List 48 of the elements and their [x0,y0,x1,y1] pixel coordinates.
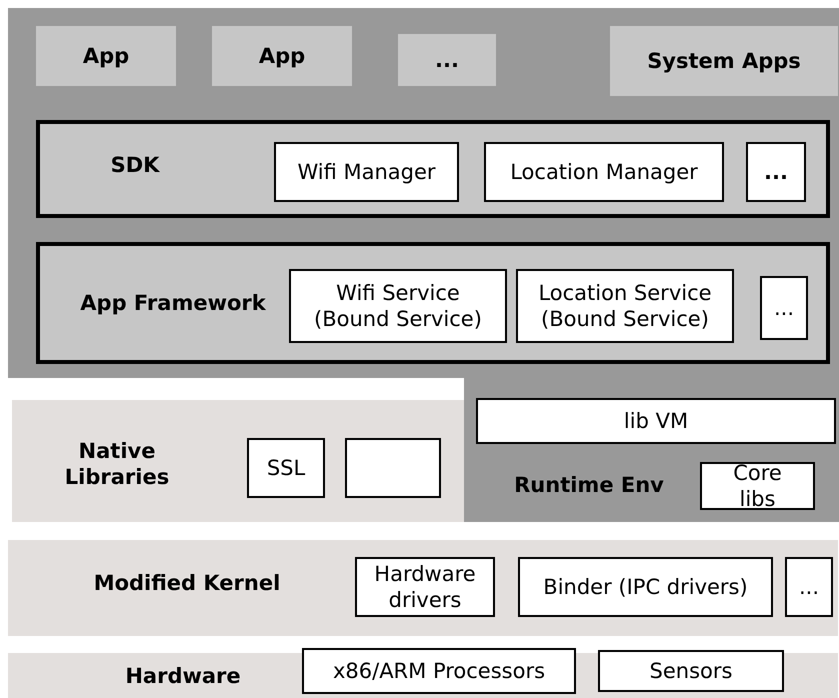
app-tile [398,34,496,86]
app-label: App [258,42,306,70]
component-label: Wifi Manager [296,158,437,186]
component-label: Location Manager [509,158,699,186]
component-box [247,438,325,498]
component-label: x86/ARM Processors [332,658,546,684]
component-box [355,557,495,617]
component-box [289,269,507,343]
app-tile [36,26,176,86]
component-box [302,648,576,694]
component-box [700,462,815,510]
component-label: ... [772,294,796,322]
component-box [484,142,724,202]
layer-title: Runtime Env [513,472,665,498]
layer-title: SDK [110,152,161,178]
component-label: Sensors [648,658,734,684]
component-label: lib VM [622,408,690,434]
layer-title: App Framework [79,290,267,316]
component-label: Wifi Service (Bound Service) [313,280,483,332]
app-tile [212,26,352,86]
layer-title: Native Libraries [64,438,170,490]
component-box [345,438,441,498]
component-box [785,557,833,617]
app-label: App [82,42,130,70]
component-box [516,269,734,343]
layer-title: Hardware [124,663,242,690]
layer-title: Modified Kernel [92,570,282,596]
layer-panel [8,540,838,636]
component-box [274,142,459,202]
layer-panel [464,378,839,522]
layer-band [36,120,830,218]
layer-panel [12,400,464,522]
app-label: System Apps [646,48,802,74]
component-label: Binder (IPC drivers) [542,574,749,600]
component-box [746,142,806,202]
component-box [598,650,784,692]
component-label: Location Service (Bound Service) [537,280,713,332]
app-label: ... [434,46,460,74]
component-box [760,276,808,340]
app-tile [610,26,838,96]
component-label: Hardware drivers [373,560,477,614]
component-box [518,557,773,617]
layer-band [36,242,830,364]
component-label: Core libs [732,460,783,512]
app-label: ... [763,158,789,186]
component-label: ... [798,574,820,600]
component-box [476,398,836,444]
component-label: SSL [266,454,306,482]
